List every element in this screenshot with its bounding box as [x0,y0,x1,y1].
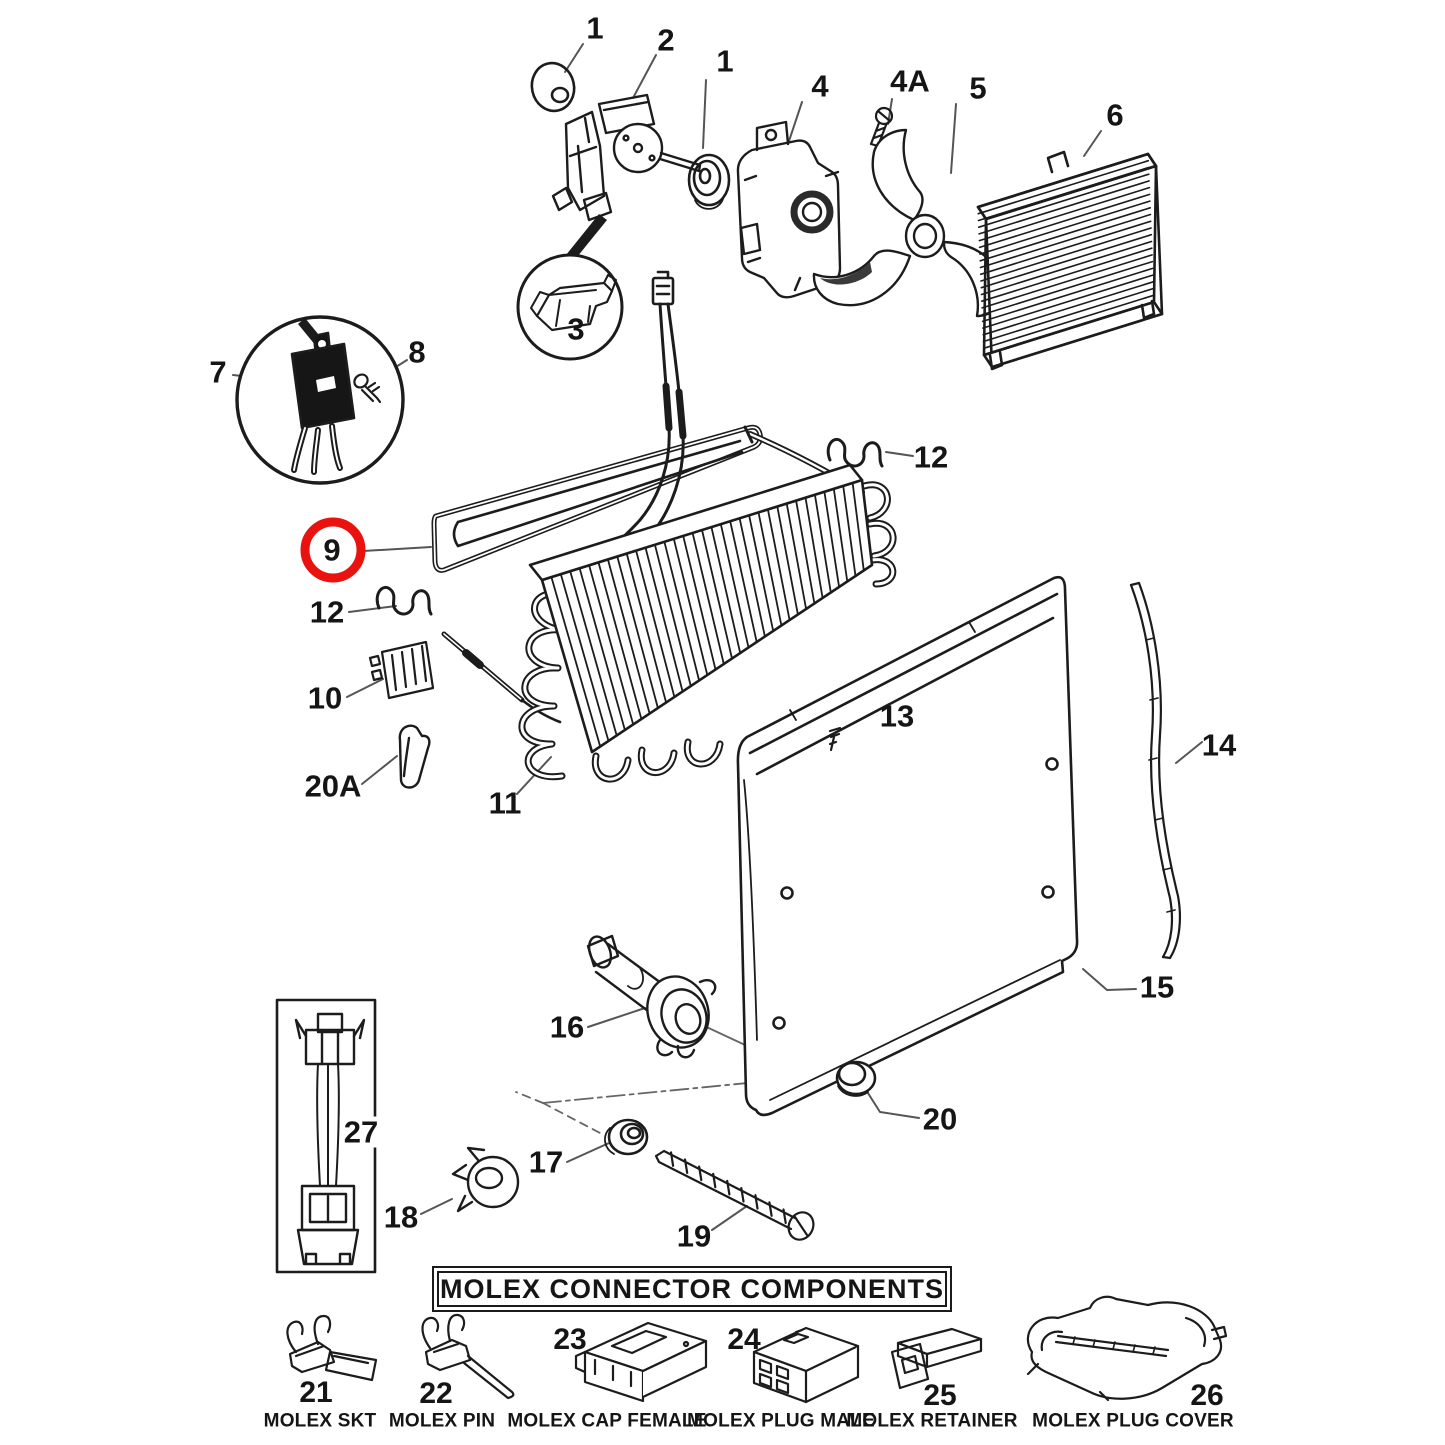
callout-7: 7 [209,354,227,390]
callout-4: 4 [811,68,829,104]
callout-2: 2 [657,22,675,58]
molex-pin-art [421,1313,515,1400]
molex-skt-art [286,1314,378,1382]
molex-retainer-art [890,1327,983,1390]
callout-3: 3 [567,311,585,347]
callout-9-highlighted: 9 [323,532,341,568]
callout-13: 13 [879,698,915,734]
callout-14: 14 [1201,727,1237,763]
callout-1-mid: 1 [716,43,734,79]
callout-1-left: 1 [586,10,604,46]
callout-20a: 20A [304,768,362,804]
part-17-grommet [604,1118,649,1156]
molex-section-box: MOLEX CONNECTOR COMPONENTS [432,1266,952,1312]
part-4-fan-bracket [736,120,842,299]
callout-20: 20 [922,1101,958,1137]
callout-10: 10 [307,680,343,716]
callout-11: 11 [488,785,522,821]
part-12-clip-left [375,585,433,616]
molex-section-title: MOLEX CONNECTOR COMPONENTS [439,1273,945,1304]
molex-24-caption: MOLEX PLUG MALE [687,1410,875,1432]
part-1-grommet-left [530,61,576,113]
part-6-finned-condenser [976,150,1164,371]
molex-21-caption: MOLEX SKT [263,1410,377,1432]
molex-25-number: 25 [923,1379,957,1412]
part-1-hub-right [687,153,731,210]
callout-8: 8 [408,334,426,370]
molex-26-number: 26 [1190,1379,1224,1412]
part-13-screw [828,726,842,752]
part-3-bracket-inset [516,253,624,361]
molex-25-caption: MOLEX RETAINER [846,1410,1018,1432]
callout-15: 15 [1139,969,1175,1005]
callout-6: 6 [1106,97,1124,133]
callout-12-left: 12 [309,594,345,630]
callout-27: 27 [339,1116,383,1148]
callout-4a: 4A [890,63,930,99]
part-4a-screw [869,106,894,148]
part-14-strip [1129,581,1182,960]
callout-19: 19 [676,1218,712,1254]
part-19-screw [654,1149,815,1241]
molex-plug-male-art [752,1326,860,1404]
callout-12-right: 12 [913,439,949,475]
callout-16: 16 [549,1009,585,1045]
molex-21-number: 21 [299,1376,333,1409]
molex-24-number: 24 [727,1323,761,1356]
part-2-fan-motor [551,93,702,262]
part-10-terminal-block [368,640,435,700]
part-15-panel [736,575,1079,1117]
molex-23-number: 23 [553,1323,587,1356]
part-12-clip-right [826,437,884,468]
capillary-tube [441,631,562,724]
callout-17: 17 [528,1144,564,1180]
callout-5: 5 [969,70,987,106]
part-11-evaporator-coil [518,425,897,783]
part-7-thermostat-inset [235,315,405,485]
part-9-defrost-frame [431,424,763,573]
part-5-fan-blade [812,128,1004,318]
molex-23-caption: MOLEX CAP FEMALE [507,1410,707,1432]
molex-22-number: 22 [419,1377,453,1410]
callout-18: 18 [383,1199,419,1235]
part-8-screw [353,373,382,404]
part-16-duct [586,934,717,1059]
part-20-grommet [835,1060,877,1097]
leader-lines [232,43,1203,1231]
molex-cap-female-art [574,1321,708,1403]
red-highlight-circle [300,517,366,583]
molex-22-caption: MOLEX PIN [388,1410,496,1432]
part-20a-clip [398,724,431,789]
part-18-clip-nut [451,1146,520,1213]
molex-26-caption: MOLEX PLUG COVER [1032,1410,1234,1432]
molex-plug-cover-art [1026,1295,1228,1402]
